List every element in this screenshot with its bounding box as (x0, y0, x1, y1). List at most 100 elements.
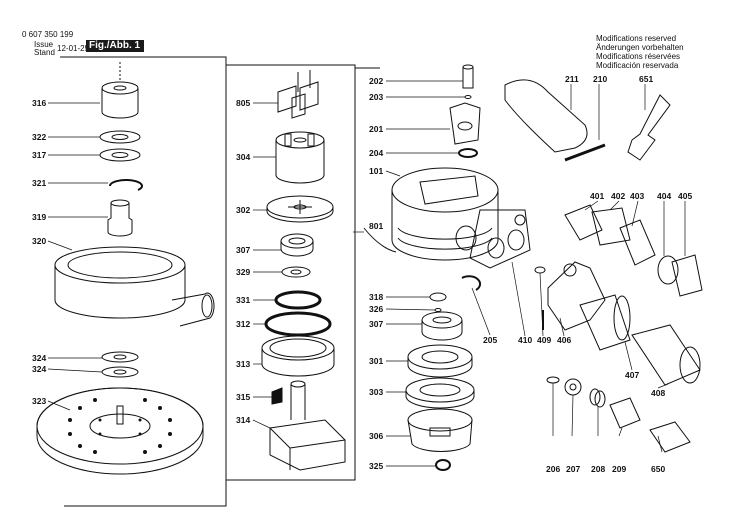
stand-label: Stand (34, 48, 55, 57)
housing-ring-320 (54, 246, 215, 327)
part-label: 101 (369, 166, 383, 176)
part-label: 405 (678, 191, 692, 201)
hose-connector-407 (579, 294, 631, 351)
part-label: 323 (32, 396, 46, 406)
handle-406 (547, 261, 606, 331)
circlip-321 (109, 179, 143, 191)
shroud-306 (407, 408, 473, 452)
part-label: 408 (651, 388, 665, 398)
pin-210 (564, 143, 606, 162)
oring-325 (435, 459, 451, 471)
part-label: 315 (236, 392, 250, 402)
part-label: 207 (566, 464, 580, 474)
part-label: 312 (236, 319, 250, 329)
part-label: 325 (369, 461, 383, 471)
part-label: 322 (32, 132, 46, 142)
part-label: 314 (236, 415, 250, 425)
part-label: 321 (32, 178, 46, 188)
hose-801 (363, 227, 397, 253)
part-label: 307 (369, 319, 383, 329)
part-label: 202 (369, 76, 383, 86)
part-label: 320 (32, 236, 46, 246)
figure-label: Fig./Abb. 1 (86, 40, 144, 52)
part-label: 317 (32, 150, 46, 160)
pad-holes (68, 398, 172, 454)
part-label: 324 (32, 364, 46, 374)
part-label: 301 (369, 356, 383, 366)
part-label: 329 (236, 267, 250, 277)
vanes-805 (277, 70, 319, 119)
part-label: 319 (32, 212, 46, 222)
nut-410 (534, 266, 546, 274)
modification-line: Modificación reservada (596, 61, 679, 70)
part-label: 307 (236, 245, 250, 255)
gear-207 (564, 378, 582, 396)
part-label: 404 (657, 191, 671, 201)
part-label: 406 (557, 335, 571, 345)
leader-lines (47, 80, 686, 467)
part-label: 208 (591, 464, 605, 474)
washer-317 (99, 148, 141, 162)
issue-label: Issue (34, 40, 54, 49)
part-label: 209 (612, 464, 626, 474)
coupling-650 (649, 421, 691, 453)
pin-202 (462, 64, 474, 89)
end-plate-302 (266, 195, 334, 223)
part-label: 206 (546, 464, 560, 474)
modification-line: Modifications reserved (596, 34, 677, 43)
part-label: 303 (369, 387, 383, 397)
part-label: 326 (369, 304, 383, 314)
washer-206 (546, 376, 560, 384)
valve-201 (449, 102, 481, 145)
part-label: 407 (625, 370, 639, 380)
rotor-304 (275, 131, 325, 184)
part-label: 410 (518, 335, 532, 345)
sanding-pad-323 (36, 387, 204, 475)
part-label: 201 (369, 124, 383, 134)
seal-303 (405, 377, 475, 409)
part-label: 318 (369, 292, 383, 302)
part-labels: 316 322 317 321 319 320 324 324 323 805 … (32, 74, 692, 474)
issue-date: 12-01-25 (57, 44, 90, 53)
part-label: 205 (483, 335, 497, 345)
washer-329 (281, 266, 311, 278)
bearing-307-center (421, 311, 463, 341)
part-label: 403 (630, 191, 644, 201)
modification-line: Änderungen vorbehalten (596, 43, 684, 52)
part-label: 650 (651, 464, 665, 474)
spindle-319 (107, 199, 133, 237)
modification-line: Modifications réservées (596, 52, 681, 61)
oring-331 (274, 290, 322, 310)
washer-324-a (101, 351, 139, 363)
part-label: 306 (369, 431, 383, 441)
part-label: 313 (236, 359, 250, 369)
exhaust-parts-401-405 (564, 204, 703, 297)
frame-line-middle (226, 64, 356, 481)
spring-208 (589, 388, 606, 408)
ring-203 (464, 95, 472, 99)
part-label: 204 (369, 148, 383, 158)
part-label: 210 (593, 74, 607, 84)
bearing-316 (101, 62, 139, 119)
part-label: 801 (369, 221, 383, 231)
washer-322 (99, 130, 141, 144)
boot-408 (631, 324, 701, 386)
part-label: 401 (590, 191, 604, 201)
part-label: 324 (32, 353, 46, 363)
washer-324-b (101, 366, 139, 378)
oring-312 (264, 311, 332, 337)
part-label: 211 (565, 74, 579, 84)
part-label: 402 (611, 191, 625, 201)
part-label: 651 (639, 74, 653, 84)
frame-line-left (60, 56, 227, 507)
oring-204 (458, 148, 478, 158)
ring-318 (429, 292, 447, 302)
motor-housing-101 (391, 167, 531, 269)
modifications-notice: Modifications reserved Änderungen vorbeh… (596, 34, 684, 70)
nipple-209 (609, 397, 641, 429)
part-label: 203 (369, 92, 383, 102)
cover-211 (504, 79, 588, 153)
wrench-651 (627, 94, 671, 161)
part-label: 805 (236, 98, 250, 108)
